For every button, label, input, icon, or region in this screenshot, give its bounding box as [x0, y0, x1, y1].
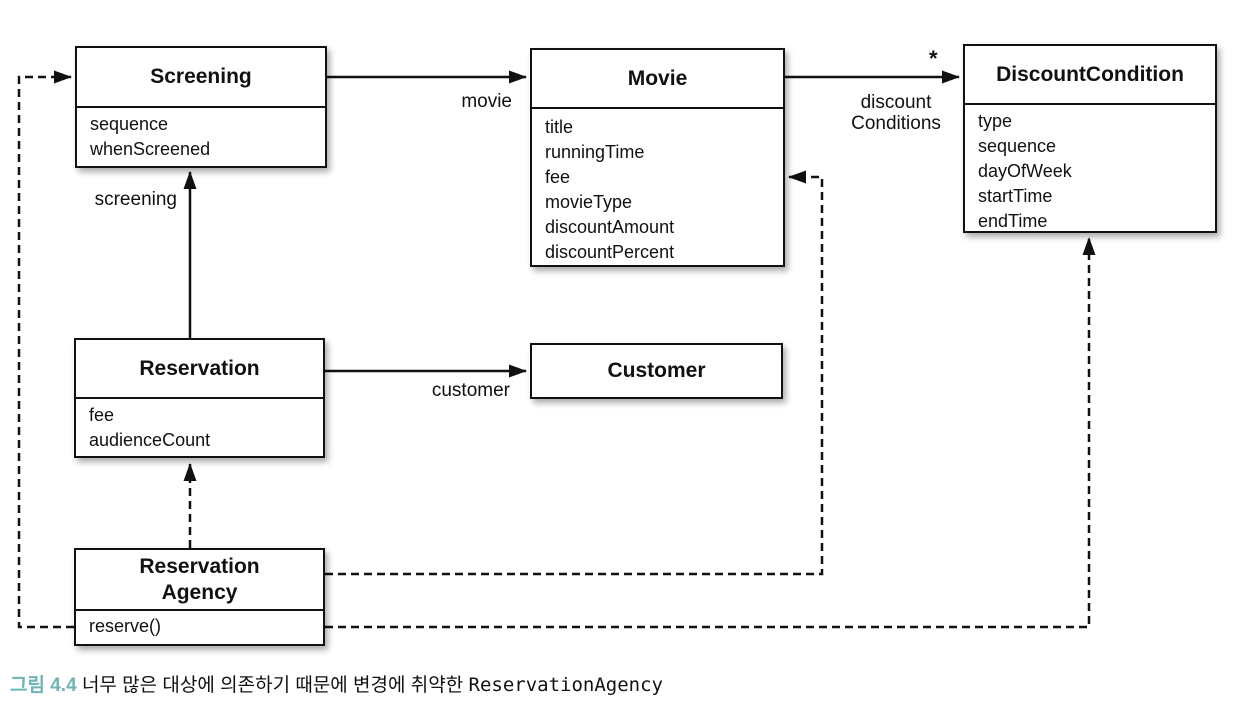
attribute: sequence — [978, 136, 1057, 156]
attribute: audienceCount — [89, 430, 211, 450]
class-reservationagency: Reservation Agency reserve() — [74, 548, 325, 646]
class-screening-attributes: sequence whenScreened — [77, 108, 325, 166]
attribute: fee — [545, 167, 571, 187]
attribute: movieType — [545, 192, 633, 212]
class-discountcondition-attributes: type sequence dayOfWeek startTime endTim… — [965, 105, 1215, 234]
attribute: type — [978, 111, 1013, 131]
figure-number: 그림 4.4 — [10, 675, 77, 696]
dependency-agency-to-discountcondition — [325, 237, 1096, 629]
multiplicity-star: * — [929, 46, 938, 71]
attribute: discountAmount — [545, 217, 675, 237]
edge-label-movie: movie — [461, 91, 512, 112]
class-reservation: Reservation fee audienceCount — [74, 338, 325, 458]
caption-code: ReservationAgency — [468, 674, 663, 696]
class-movie-attributes: title runningTime fee movieType discount… — [532, 109, 783, 265]
edge-label-discount-line2: Conditions — [851, 113, 941, 134]
attribute: title — [545, 117, 574, 137]
class-name-line1: Reservation — [139, 554, 260, 578]
caption-text: 너무 많은 대상에 의존하기 때문에 변경에 취약한 — [81, 675, 464, 696]
attribute: endTime — [978, 211, 1048, 231]
class-customer-name: Customer — [607, 359, 706, 382]
class-screening: Screening sequence whenScreened — [75, 46, 327, 168]
edge-label-customer: customer — [431, 380, 510, 401]
method: reserve() — [89, 616, 162, 636]
class-reservation-attributes: fee audienceCount — [76, 399, 323, 456]
edge-label-screening: screening — [94, 189, 177, 210]
edge-label-discountconditions: discount Conditions — [835, 92, 957, 134]
attribute: runningTime — [545, 142, 645, 162]
class-screening-name: Screening — [77, 48, 325, 108]
class-discountcondition: DiscountCondition type sequence dayOfWee… — [963, 44, 1217, 233]
class-discountcondition-name: DiscountCondition — [965, 46, 1215, 105]
class-reservationagency-name: Reservation Agency — [76, 550, 323, 611]
class-customer: Customer — [530, 343, 783, 399]
attribute: fee — [89, 405, 115, 425]
attribute: discountPercent — [545, 242, 675, 262]
dependency-agency-to-screening — [17, 70, 74, 629]
class-movie: Movie title runningTime fee movieType di… — [530, 48, 785, 267]
class-name-line2: Agency — [161, 580, 238, 604]
attribute: sequence — [90, 114, 169, 134]
attribute: startTime — [978, 186, 1053, 206]
class-movie-name: Movie — [532, 50, 783, 109]
attribute: dayOfWeek — [978, 161, 1072, 181]
attribute: whenScreened — [90, 139, 211, 159]
class-reservation-name: Reservation — [76, 340, 323, 399]
class-reservationagency-methods: reserve() — [76, 611, 323, 644]
figure-caption: 그림 4.4 너무 많은 대상에 의존하기 때문에 변경에 취약한 Reserv… — [10, 670, 663, 697]
edge-label-discount-line1: discount — [860, 92, 932, 113]
